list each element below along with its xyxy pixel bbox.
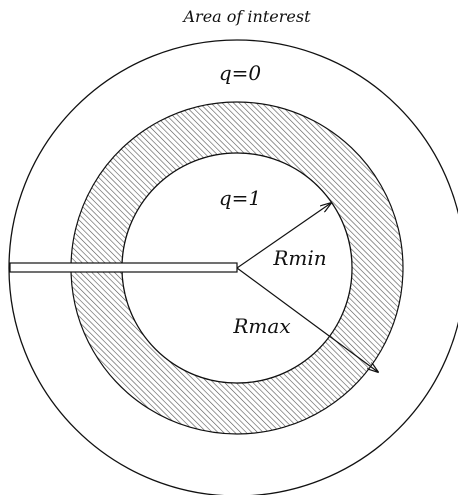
- rmax-arrow: [236, 267, 378, 372]
- title-label: Area of interest: [181, 7, 311, 26]
- rmax-label: Rmax: [232, 314, 290, 338]
- outer-region-label: q=0: [219, 61, 262, 85]
- rmin-arrow: [236, 203, 331, 269]
- crack-slot: [9, 262, 238, 273]
- inner-region-label: q=1: [219, 186, 261, 210]
- rmin-label: Rmin: [272, 246, 326, 270]
